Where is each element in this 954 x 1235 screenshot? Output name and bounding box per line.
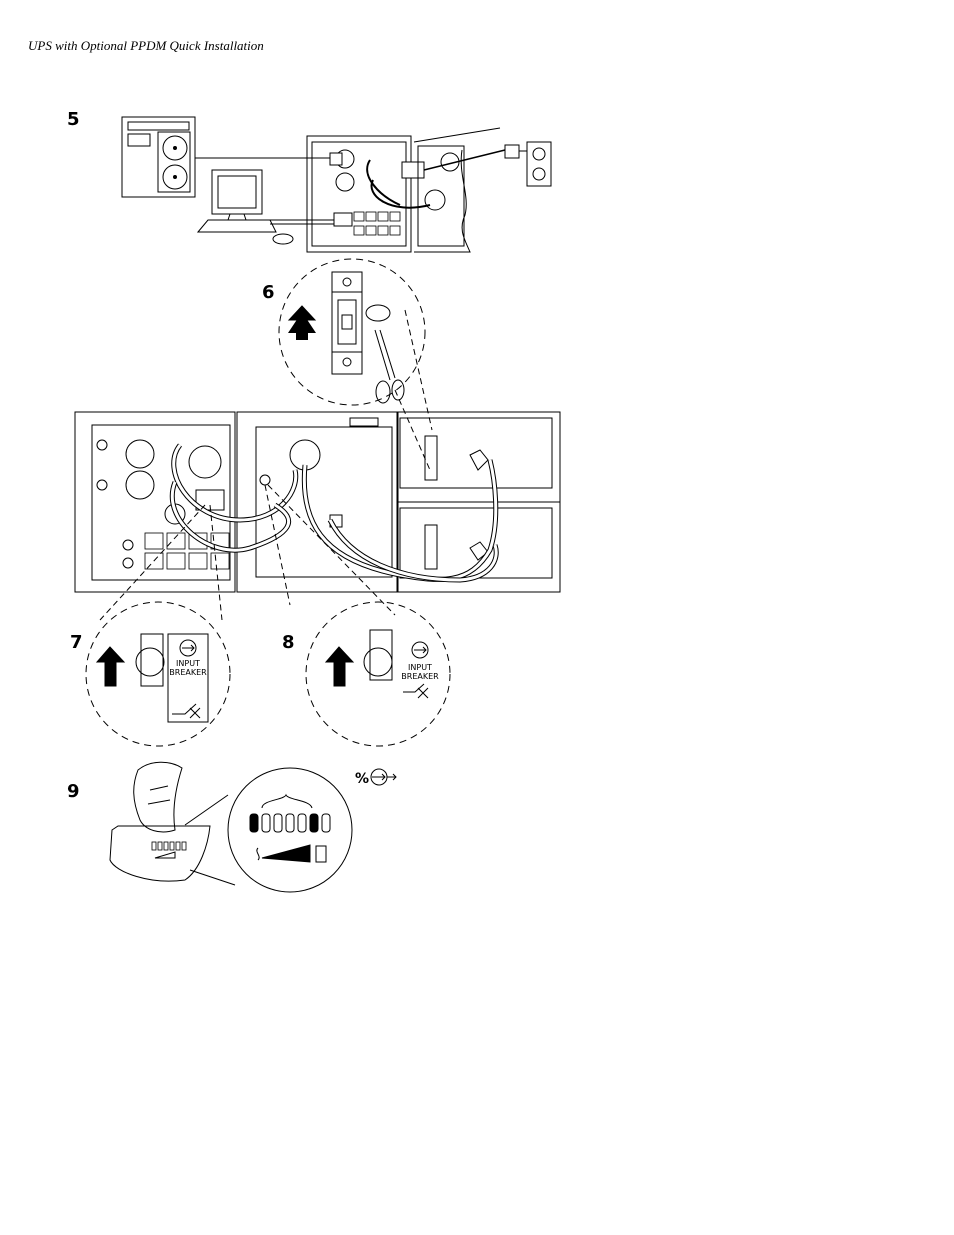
hand xyxy=(133,761,183,833)
step-5-figure xyxy=(121,116,552,253)
arrow-up-icon xyxy=(324,646,355,687)
percent-label: % xyxy=(355,771,369,787)
step-6-figure xyxy=(278,258,433,471)
step-5-number: 5 xyxy=(67,109,80,130)
step-8-number: 8 xyxy=(282,632,295,653)
step-9-number: 9 xyxy=(67,781,80,802)
arrow-up-icon xyxy=(287,305,317,340)
step-7-number: 7 xyxy=(70,632,83,653)
mouse xyxy=(272,233,294,245)
circuit-breaker xyxy=(331,271,363,375)
arrow-up-icon xyxy=(95,646,126,687)
input-breaker-label-2: BREAKER xyxy=(401,672,439,681)
step-6-number: 6 xyxy=(262,282,275,303)
ups-unit-step5 xyxy=(306,135,412,253)
input-breaker-label-1: INPUT xyxy=(176,659,200,668)
step-9-figure xyxy=(109,761,397,893)
tie-wrap xyxy=(365,304,391,322)
step-7-figure xyxy=(85,601,231,747)
step-8-figure xyxy=(305,601,451,747)
input-breaker-label-2: BREAKER xyxy=(169,668,207,677)
keyboard xyxy=(196,219,277,233)
scissors-icon xyxy=(374,329,391,381)
ups-ppdm-main-figure xyxy=(74,411,561,621)
monitor xyxy=(211,169,263,215)
computer-tower xyxy=(121,116,196,198)
page-header: UPS with Optional PPDM Quick Installatio… xyxy=(28,38,264,53)
input-breaker-label-1: INPUT xyxy=(408,663,432,672)
